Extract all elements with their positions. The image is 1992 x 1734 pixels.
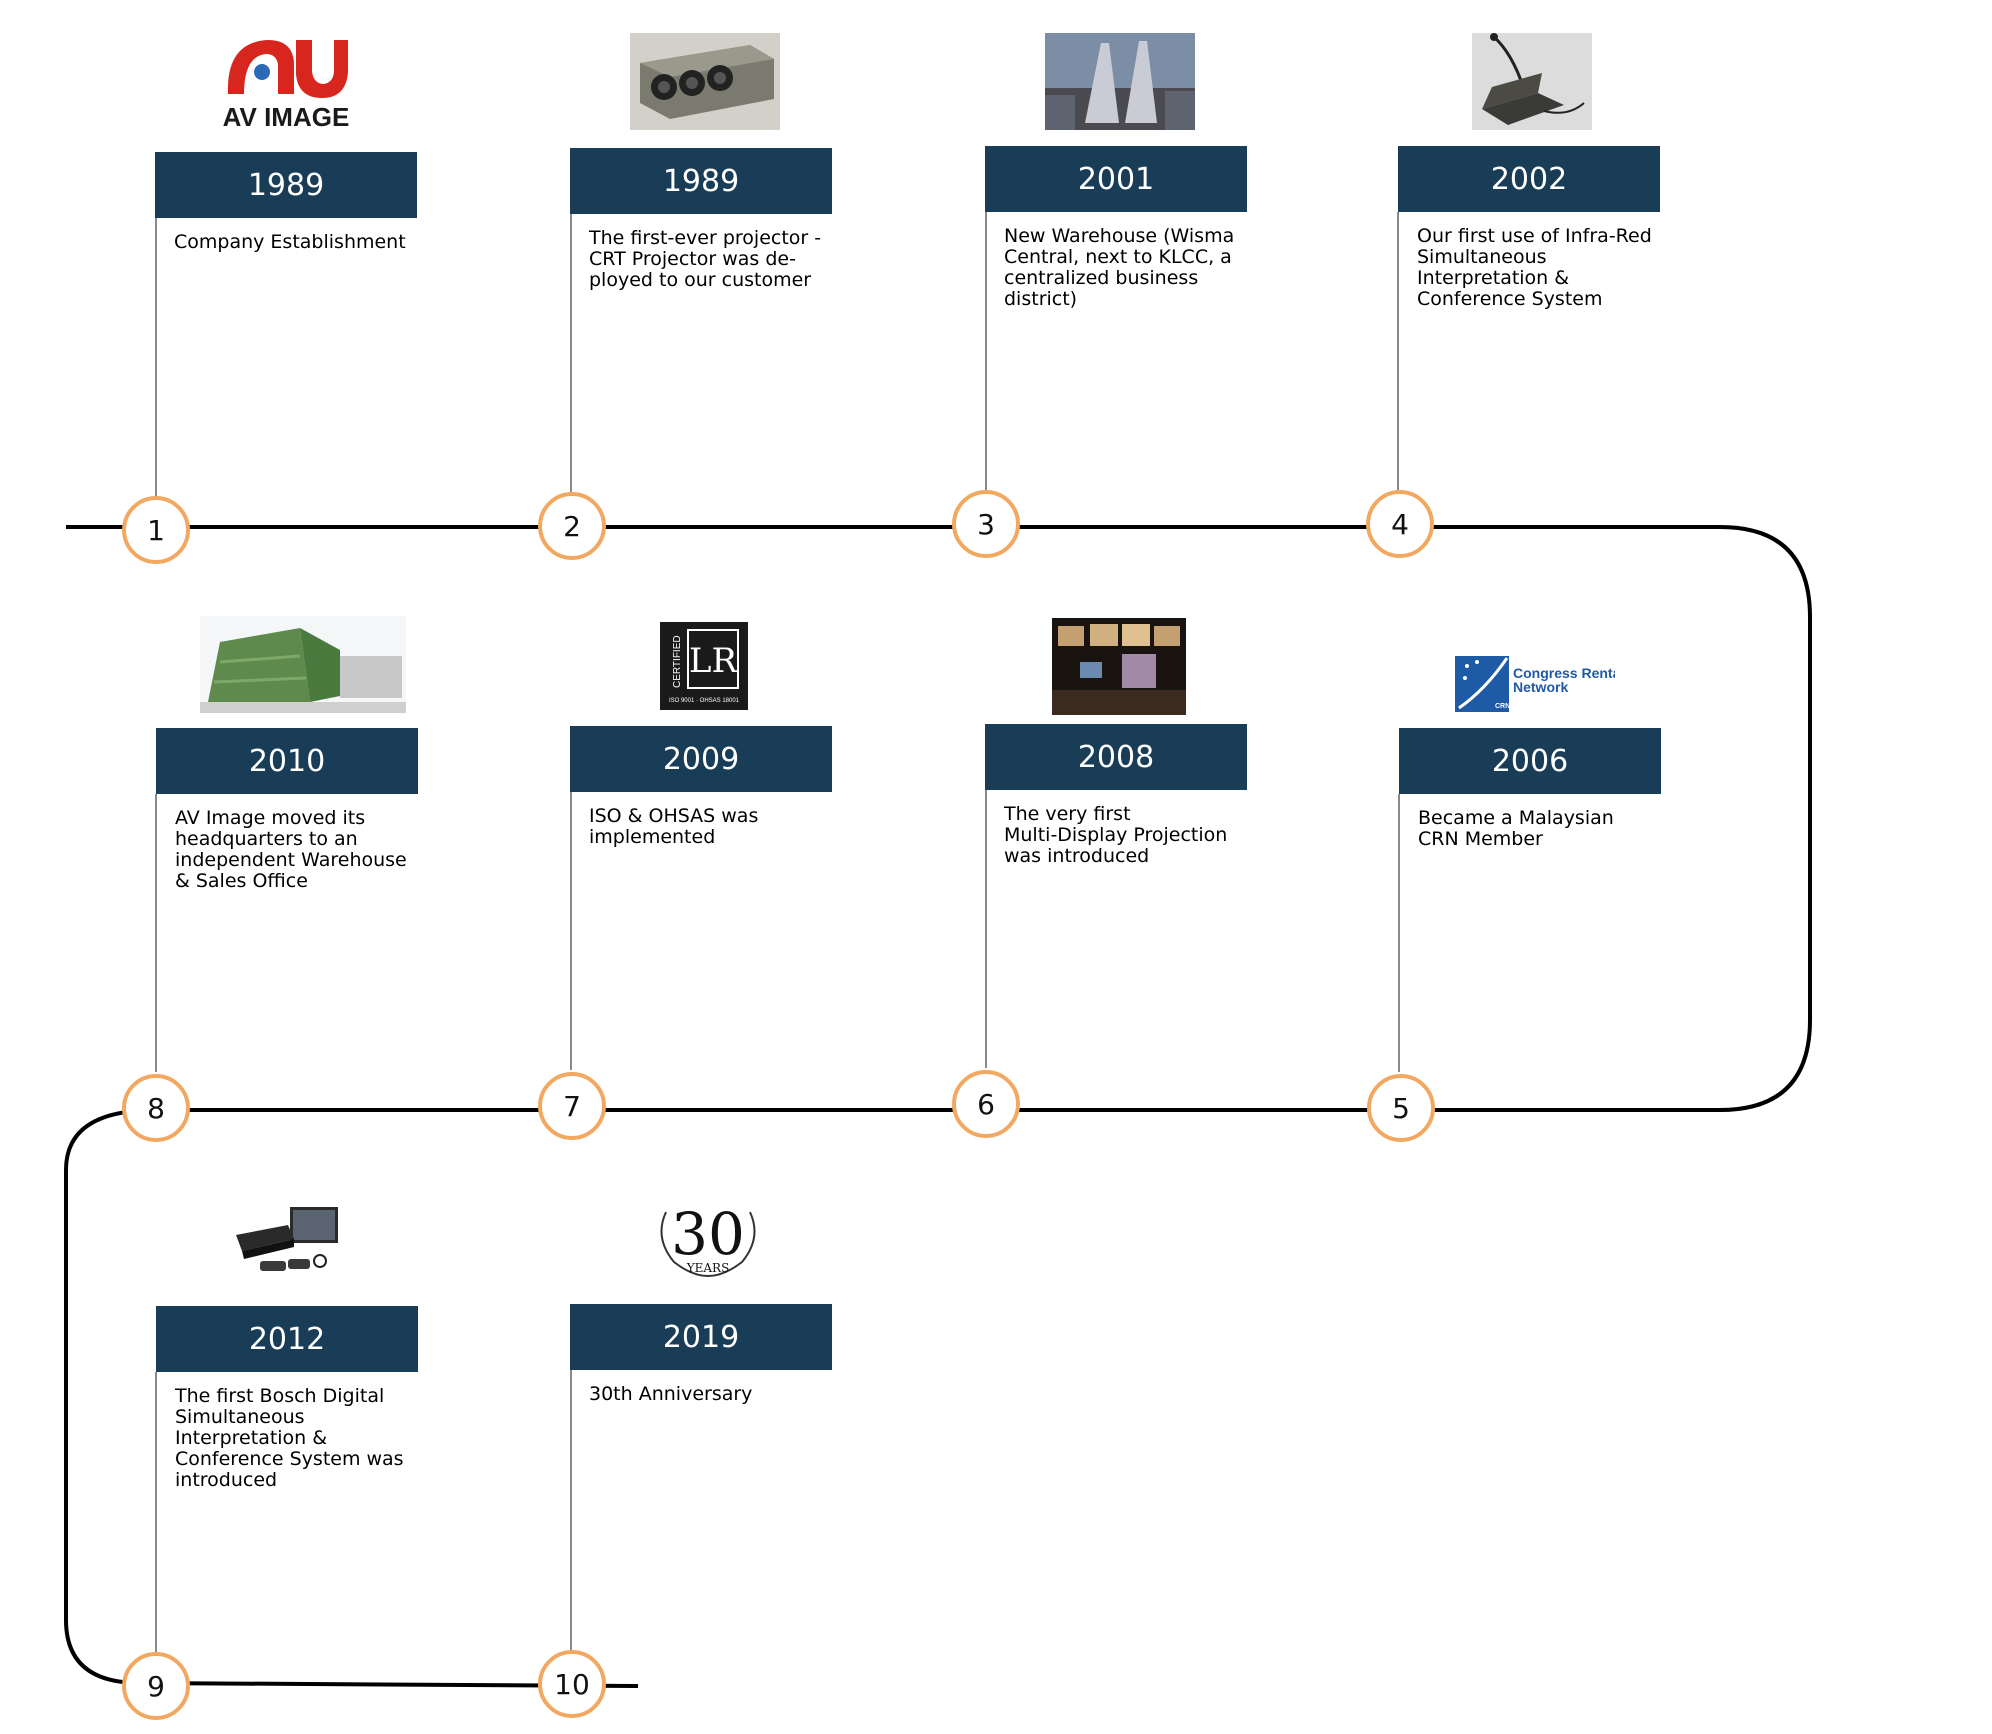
year-box: 2019 <box>570 1304 832 1370</box>
year-box: 2006 <box>1399 728 1661 794</box>
klcc-city-photo <box>1045 33 1195 130</box>
year-box: 2002 <box>1398 146 1660 212</box>
stem-8 <box>155 794 157 1072</box>
step-node-9: 9 <box>122 1652 190 1720</box>
milestone-text: AV Image moved its headquarters to an in… <box>175 807 407 892</box>
lr-caption: ISO 9001 · OHSAS 18001 <box>669 698 740 704</box>
year-box: 1989 <box>570 148 832 214</box>
control-room-photo <box>1052 618 1186 715</box>
step-node-8: 8 <box>122 1074 190 1142</box>
step-node-2: 2 <box>538 492 606 560</box>
year-box: 1989 <box>155 152 417 218</box>
milestone-text: Company Establishment <box>174 231 406 253</box>
year-box: 2010 <box>156 728 418 794</box>
bosch-equipment-photo <box>236 1207 338 1271</box>
stem-3 <box>985 212 987 490</box>
milestone-text: ISO & OHSAS was implemented <box>589 805 759 848</box>
logo-text: AV IMAGE <box>223 102 350 132</box>
year-box: 2009 <box>570 726 832 792</box>
warehouse-building-photo <box>200 616 406 713</box>
step-node-7: 7 <box>538 1072 606 1140</box>
year-box: 2008 <box>985 724 1247 790</box>
milestone-text: The first-ever projector - CRT Projector… <box>589 227 822 291</box>
step-node-1: 1 <box>122 496 190 564</box>
lr-mark: LR <box>689 641 739 681</box>
crn-line1: Congress Rental <box>1513 665 1615 681</box>
milestone-text: Our first use of Infra-Red Simultaneous … <box>1417 225 1652 310</box>
step-node-3: 3 <box>952 490 1020 558</box>
year-box: 2012 <box>156 1306 418 1372</box>
step-node-6: 6 <box>952 1070 1020 1138</box>
anniversary-number: 30 <box>671 1200 745 1268</box>
conference-microphone-photo <box>1472 33 1592 130</box>
milestone-text: Became a Malaysian CRN Member <box>1418 807 1614 850</box>
stem-5 <box>1398 794 1400 1072</box>
stem-7 <box>570 792 572 1070</box>
stem-10 <box>570 1370 572 1650</box>
year-box: 2001 <box>985 146 1247 212</box>
crt-projector-photo <box>630 33 780 130</box>
crn-tag: CRN <box>1495 703 1510 710</box>
lr-certified-badge: LR CERTIFIED ISO 9001 · OHSAS 18001 <box>660 622 748 710</box>
step-node-5: 5 <box>1367 1074 1435 1142</box>
stem-2 <box>570 214 572 492</box>
av-image-logo: AV IMAGE <box>223 40 350 132</box>
stem-6 <box>985 790 987 1068</box>
step-node-10: 10 <box>538 1650 606 1718</box>
crn-line2: Network <box>1513 679 1568 695</box>
crn-logo: CRN Congress Rental Network <box>1455 656 1615 712</box>
milestone-text: 30th Anniversary <box>589 1383 753 1405</box>
lr-certified-label: CERTIFIED <box>672 635 683 688</box>
step-node-4: 4 <box>1366 490 1434 558</box>
stem-1 <box>155 218 157 496</box>
stem-4 <box>1397 212 1399 490</box>
milestone-text: New Warehouse (Wisma Central, next to KL… <box>1004 225 1235 310</box>
stem-9 <box>155 1372 157 1652</box>
milestone-text: The very first Multi-Display Projection … <box>1004 803 1228 867</box>
milestone-text: The first Bosch Digital Simultaneous Int… <box>175 1385 404 1491</box>
30-years-emblem: 30 YEARS <box>660 1200 756 1277</box>
anniversary-word: YEARS <box>686 1261 730 1275</box>
